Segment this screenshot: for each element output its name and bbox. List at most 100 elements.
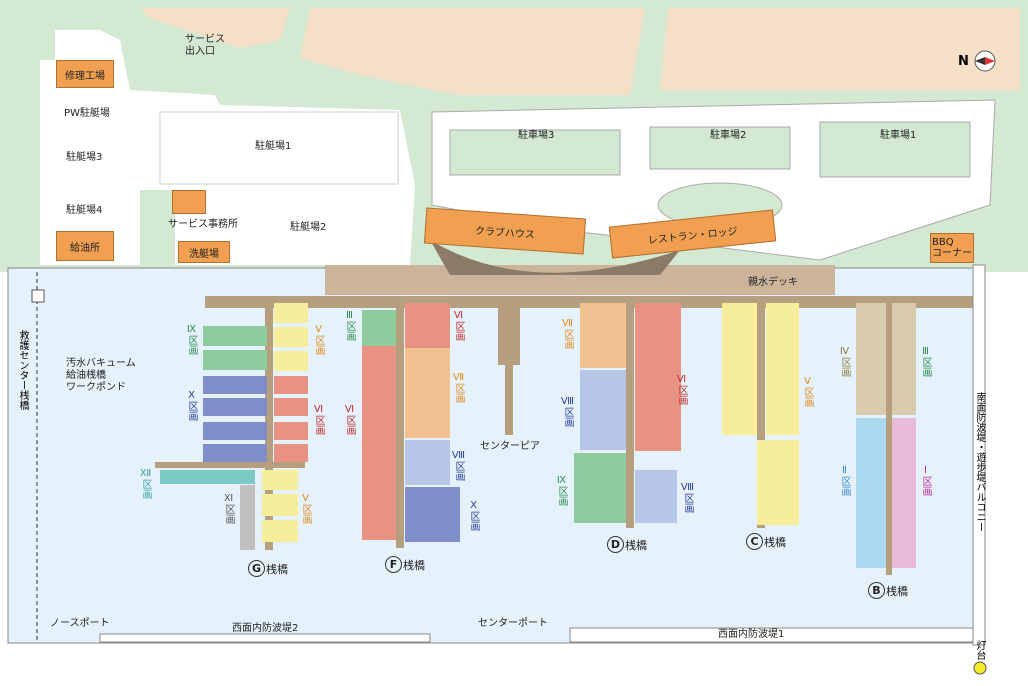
d-pier-group <box>574 300 681 528</box>
g-slip <box>203 422 267 440</box>
g-slip <box>203 444 267 462</box>
north-letter: N <box>958 53 969 69</box>
pier-c-suffix: 桟橋 <box>764 535 786 549</box>
bbq-corner: BBQ コーナー <box>930 233 974 263</box>
pier-d-suffix: 桟橋 <box>625 538 647 552</box>
g-slip <box>203 376 267 394</box>
zone-b-4: Ⅳ区画 <box>839 346 850 377</box>
parking-2-label: 駐車場2 <box>710 130 747 141</box>
zone-g-12: Ⅻ区画 <box>140 468 151 499</box>
west-breakwater-2-label: 西面内防波堤2 <box>232 623 299 634</box>
g-slip <box>203 326 267 346</box>
sand-lot-2 <box>300 8 645 95</box>
g-slip <box>240 485 255 550</box>
parking-3-label: 駐車場3 <box>518 130 555 141</box>
c-spine <box>757 300 765 528</box>
d-slip <box>574 453 626 523</box>
g-slip <box>274 398 308 416</box>
zone-g-5b: Ⅴ区画 <box>300 493 311 524</box>
zone-d-9: Ⅸ区画 <box>556 475 567 506</box>
f-slip <box>405 440 450 485</box>
repair-shop: 修理工場 <box>56 60 114 88</box>
sand-lot-1 <box>140 8 290 48</box>
f-slip <box>405 487 460 542</box>
g-slip <box>274 303 308 323</box>
d-slip <box>635 303 681 451</box>
boat-park-1-label: 駐艇場1 <box>255 141 292 152</box>
service-office-label: サービス事務所 <box>168 219 238 230</box>
f-slip <box>405 348 450 378</box>
g-slip <box>203 398 267 416</box>
f-spine <box>396 300 404 548</box>
sewage-vacuum-label: 汚水バキューム 給油桟橋 ワークポンド <box>66 358 136 393</box>
boat-park-4-label: 駐艇場4 <box>66 205 103 216</box>
zone-d-8b: Ⅷ区画 <box>682 482 693 513</box>
waterside-deck-label: 親水デッキ <box>748 277 798 288</box>
zone-b-3: Ⅲ区画 <box>920 346 931 377</box>
c-slip <box>766 303 799 435</box>
rescue-pier-label: 救護センター桟橋 <box>17 330 28 410</box>
pw-parking-label: PW駐艇場 <box>64 108 110 119</box>
zone-f-3: Ⅲ区画 <box>344 310 355 341</box>
g-slip <box>274 422 308 440</box>
zone-c-5: Ⅴ区画 <box>802 376 813 407</box>
f-slip <box>405 378 450 438</box>
g-spine <box>265 300 273 550</box>
b-slip <box>856 418 886 568</box>
b-slip <box>892 418 916 568</box>
zone-f-6a: Ⅵ区画 <box>344 404 355 435</box>
pier-b-suffix: 桟橋 <box>886 584 908 598</box>
b-slip <box>856 303 886 415</box>
b-pier-group <box>856 300 916 575</box>
service-entrance-label: サービス 出入口 <box>185 34 225 57</box>
pier-g-suffix: 桟橋 <box>266 562 288 576</box>
g-slip <box>160 470 255 484</box>
service-office-building <box>172 190 206 214</box>
zone-d-7: Ⅶ区画 <box>562 318 573 349</box>
zone-b-2: Ⅱ区画 <box>839 465 850 496</box>
water-area <box>7 267 974 644</box>
g-slip <box>262 470 298 490</box>
g-slip <box>274 444 308 462</box>
lighthouse-label: 灯台 <box>974 640 985 660</box>
compass-arrow-icon <box>974 50 996 72</box>
c-pier-group <box>722 300 799 528</box>
center-port-label: センターポート <box>478 618 548 629</box>
zone-g-10: Ⅹ区画 <box>186 390 197 421</box>
pier-f-letter: F <box>385 556 402 573</box>
zone-g-5a: Ⅴ区画 <box>313 324 324 355</box>
center-pier-stem <box>505 360 513 435</box>
boat-wash: 洗艇場 <box>178 241 230 263</box>
boat-park-2-label: 駐艇場2 <box>290 222 327 233</box>
pier-b-letter: B <box>868 582 885 599</box>
deck-band <box>325 265 835 295</box>
pier-d-letter: D <box>607 536 624 553</box>
west-breakwater-2 <box>99 633 431 643</box>
f-slip <box>405 303 450 348</box>
g-slip <box>262 494 298 516</box>
d-spine <box>626 300 634 528</box>
boat-park-1-area <box>159 111 399 185</box>
amphitheater <box>430 240 680 275</box>
rescue-box <box>31 289 45 303</box>
g-slip <box>274 351 308 371</box>
south-breakwater-label: 南面防波堤・遊歩堤バルコニー <box>974 392 985 532</box>
zone-d-8a: Ⅷ区画 <box>562 396 573 427</box>
b-slip <box>892 303 916 415</box>
g-cross <box>155 462 305 468</box>
zone-g-6: Ⅵ区画 <box>313 404 324 435</box>
sand-lot-3 <box>660 8 1020 90</box>
d-slip <box>580 370 626 450</box>
zone-f-10: Ⅹ区画 <box>468 500 479 531</box>
g-slip <box>262 520 298 542</box>
g-slip <box>274 327 308 347</box>
west-breakwater-1-label: 西面内防波堤1 <box>718 629 785 640</box>
pier-f-suffix: 桟橋 <box>403 558 425 572</box>
north-port-label: ノースポート <box>50 618 110 629</box>
zone-f-6b: Ⅵ区画 <box>453 310 464 341</box>
